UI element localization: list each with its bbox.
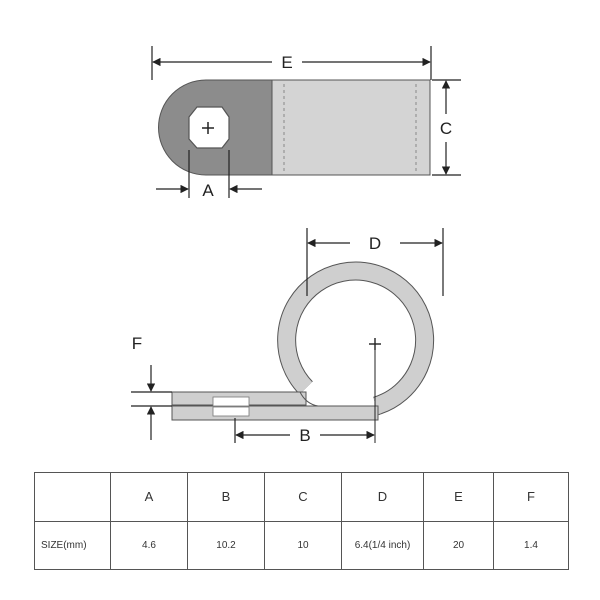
value-cell-c: 10	[264, 520, 342, 570]
dim-label-d: D	[369, 234, 381, 253]
p-clip-diagram: E C A D	[131, 46, 461, 445]
table-header-row: A B C D E F	[34, 472, 569, 522]
header-cell-c: C	[264, 472, 342, 522]
header-cell-f: F	[493, 472, 569, 522]
dim-label-e: E	[281, 53, 292, 72]
table-corner-cell	[34, 472, 111, 522]
dim-label-f: F	[132, 334, 142, 353]
side-view: D B F	[131, 228, 444, 445]
slot-upper	[212, 396, 250, 407]
dim-label-c: C	[440, 119, 452, 138]
top-view: E C A	[151, 46, 461, 200]
value-cell-f: 1.4	[493, 520, 569, 570]
value-cell-d: 6.4(1/4 inch)	[341, 520, 424, 570]
value-cell-b: 10.2	[187, 520, 265, 570]
dim-label-a: A	[202, 181, 214, 200]
size-table: A B C D E F SIZE(mm) 4.6 10.2 10 6.4(1/4…	[34, 472, 569, 570]
header-cell-e: E	[423, 472, 494, 522]
header-cell-d: D	[341, 472, 424, 522]
header-cell-b: B	[187, 472, 265, 522]
value-cell-e: 20	[423, 520, 494, 570]
row-header-size: SIZE(mm)	[34, 520, 111, 570]
value-cell-a: 4.6	[110, 520, 188, 570]
clip-leg-lower	[171, 405, 379, 421]
dim-label-b: B	[299, 426, 310, 445]
header-cell-a: A	[110, 472, 188, 522]
table-row: SIZE(mm) 4.6 10.2 10 6.4(1/4 inch) 20 1.…	[34, 520, 569, 570]
slot-lower	[212, 406, 250, 417]
clamp-band-light	[271, 79, 431, 176]
